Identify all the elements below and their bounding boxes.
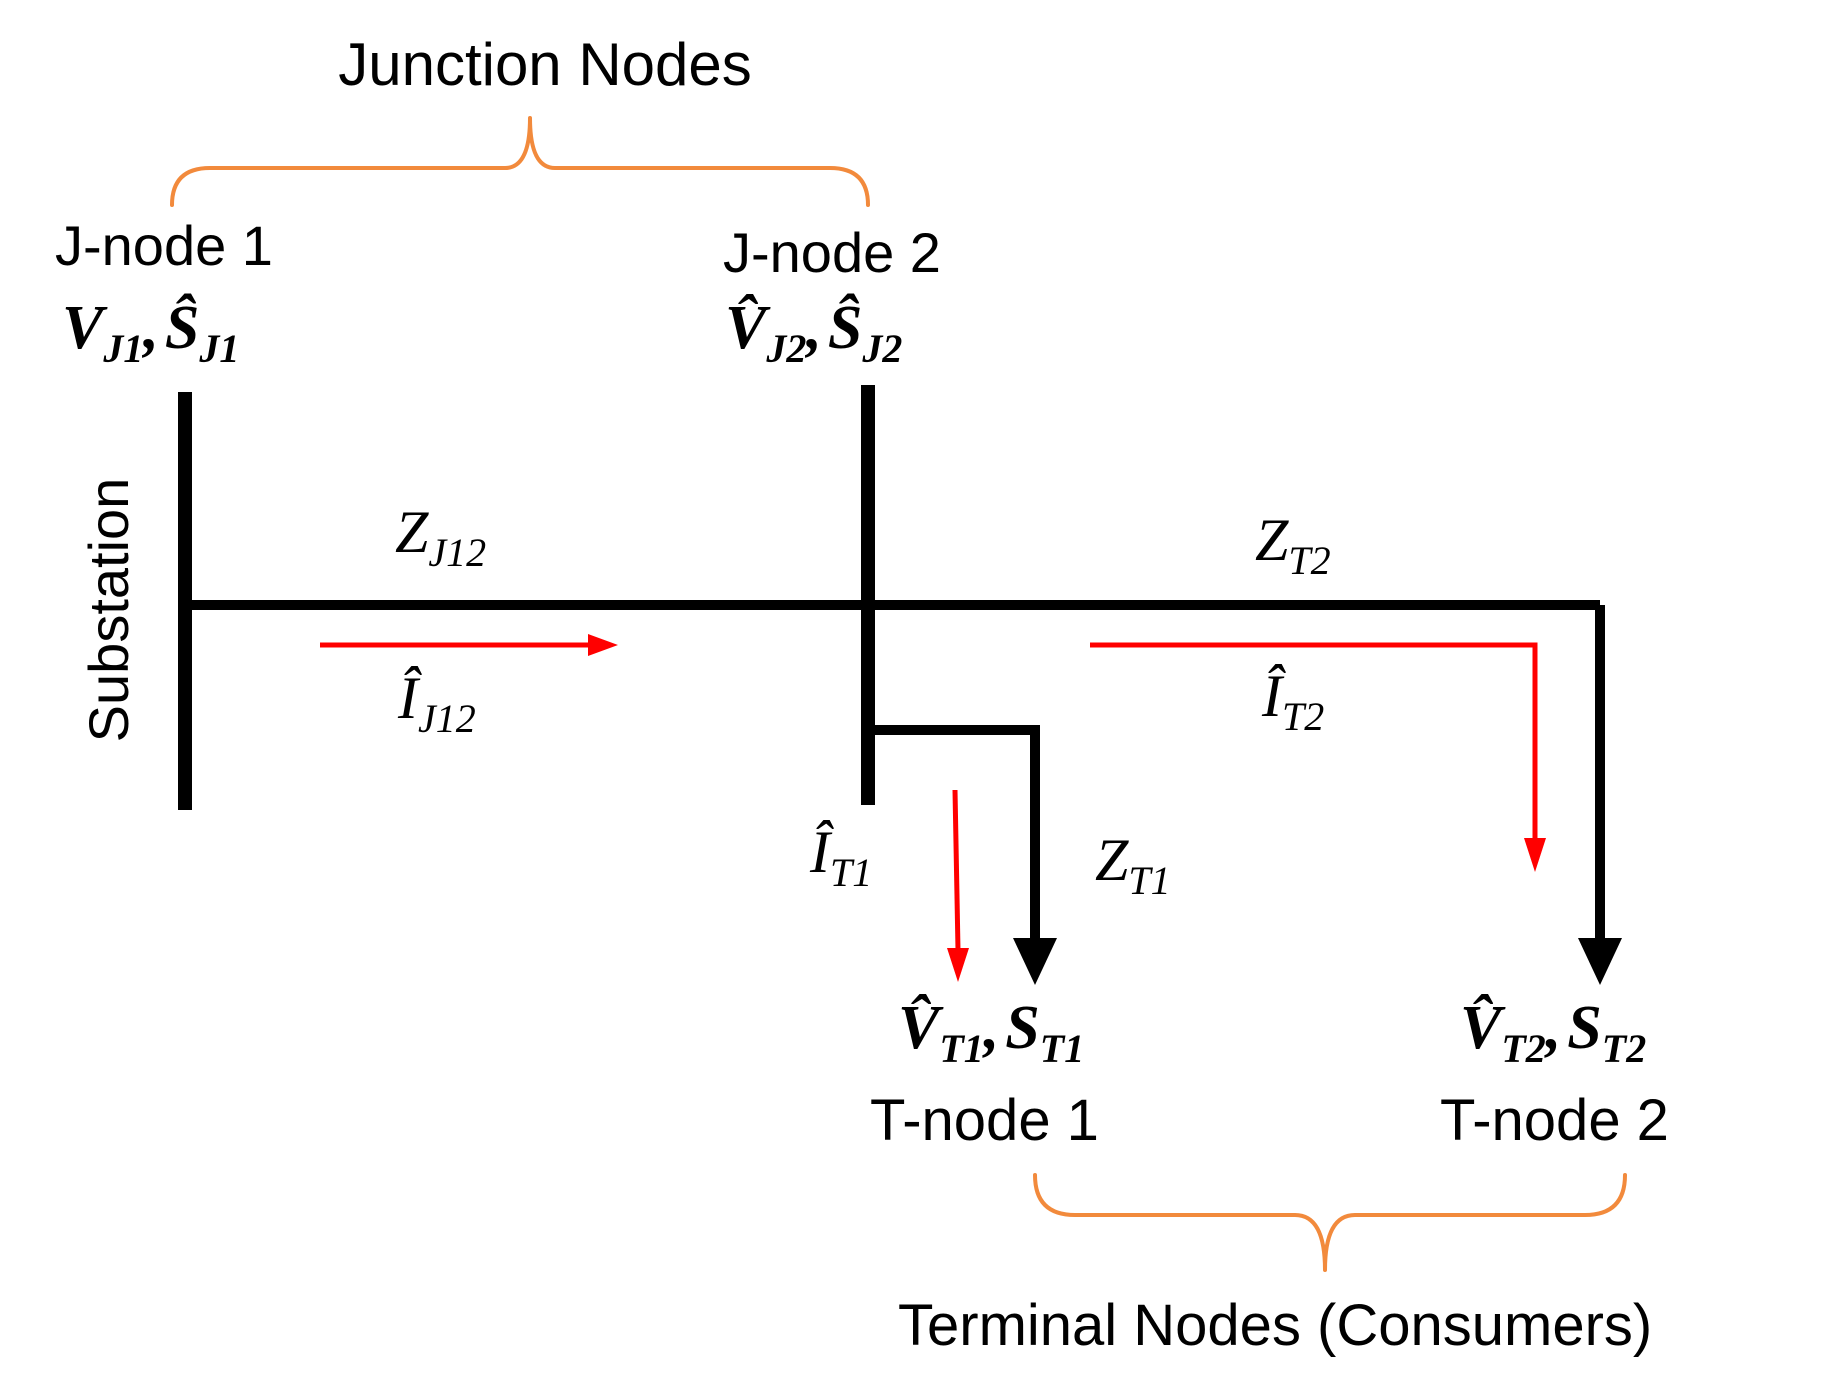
- t-node-1-label: T-node 1: [870, 1088, 1099, 1153]
- impedance-zt2: ZT2: [1255, 507, 1331, 583]
- zt1-symbol: Z: [1095, 827, 1129, 893]
- it2-symbol: Î: [1261, 663, 1286, 729]
- current-arrow-t1: [952, 789, 961, 951]
- t2-power-symbol: S: [1567, 994, 1601, 1062]
- j1-separator: ,: [141, 294, 159, 362]
- j2-voltage-subscript: J2: [765, 326, 806, 371]
- ij12-subscript: J12: [418, 696, 476, 741]
- j-node-1-vars: VJ1,ŜJ1: [62, 294, 239, 371]
- t1-voltage-subscript: T1: [939, 1026, 983, 1071]
- ij12-symbol: Î: [397, 665, 422, 731]
- j2-power-subscript: J2: [861, 326, 902, 371]
- zj12-subscript: J12: [428, 530, 486, 575]
- it1-symbol: Î: [809, 819, 834, 885]
- substation-label: Substation: [77, 478, 140, 743]
- current-arrow-t1-head: [947, 948, 969, 982]
- t1-power-subscript: T1: [1040, 1026, 1084, 1071]
- zj12-symbol: Z: [395, 499, 429, 565]
- current-arrow-t2-head: [1524, 838, 1546, 872]
- t2-voltage-subscript: T2: [1501, 1026, 1545, 1071]
- impedance-zj12: ZJ12: [395, 499, 486, 575]
- terminal-nodes-label: Terminal Nodes (Consumers): [898, 1293, 1652, 1358]
- current-ij12: ÎJ12: [397, 665, 476, 741]
- j-node-2-vars: V̂J2,ŜJ2: [725, 294, 902, 371]
- t2-power-subscript: T2: [1602, 1026, 1646, 1071]
- j2-separator: ,: [804, 294, 822, 362]
- junction-nodes-brace: [170, 116, 870, 207]
- t2-separator: ,: [1544, 994, 1562, 1062]
- j2-power-symbol: Ŝ: [828, 294, 862, 362]
- j1-voltage-subscript: J1: [102, 326, 143, 371]
- t-node-2-label: T-node 2: [1440, 1088, 1669, 1153]
- terminal-nodes-brace: [1033, 1173, 1627, 1272]
- current-arrow-t2: [1090, 642, 1538, 840]
- j1-voltage-symbol: V: [62, 294, 108, 362]
- j-node-2-label: J-node 2: [723, 221, 941, 284]
- t1-terminal-arrowhead: [1013, 938, 1057, 985]
- j1-power-subscript: J1: [198, 326, 239, 371]
- j2-voltage-symbol: V̂: [725, 294, 771, 362]
- zt2-symbol: Z: [1255, 507, 1289, 573]
- junction-nodes-label: Junction Nodes: [338, 31, 752, 98]
- t-node-2-vars: V̂T2,ST2: [1460, 994, 1646, 1071]
- current-it2: ÎT2: [1261, 663, 1324, 739]
- t-node-1-vars: V̂T1,ST1: [898, 994, 1084, 1071]
- j-node-1-label: J-node 1: [55, 214, 273, 277]
- t1-voltage-symbol: V̂: [898, 994, 944, 1062]
- t1-separator: ,: [982, 994, 1000, 1062]
- it2-subscript: T2: [1282, 694, 1324, 739]
- t1-power-symbol: S: [1005, 994, 1039, 1062]
- zt1-subscript: T1: [1128, 858, 1170, 903]
- impedance-zt1: ZT1: [1095, 827, 1171, 903]
- zt2-subscript: T2: [1288, 538, 1330, 583]
- t2-voltage-symbol: V̂: [1460, 994, 1506, 1062]
- current-it1: ÎT1: [809, 819, 872, 895]
- current-arrow-j12-head: [588, 634, 618, 656]
- it1-subscript: T1: [830, 850, 872, 895]
- j1-power-symbol: Ŝ: [165, 294, 199, 362]
- t2-terminal-arrowhead: [1578, 938, 1622, 985]
